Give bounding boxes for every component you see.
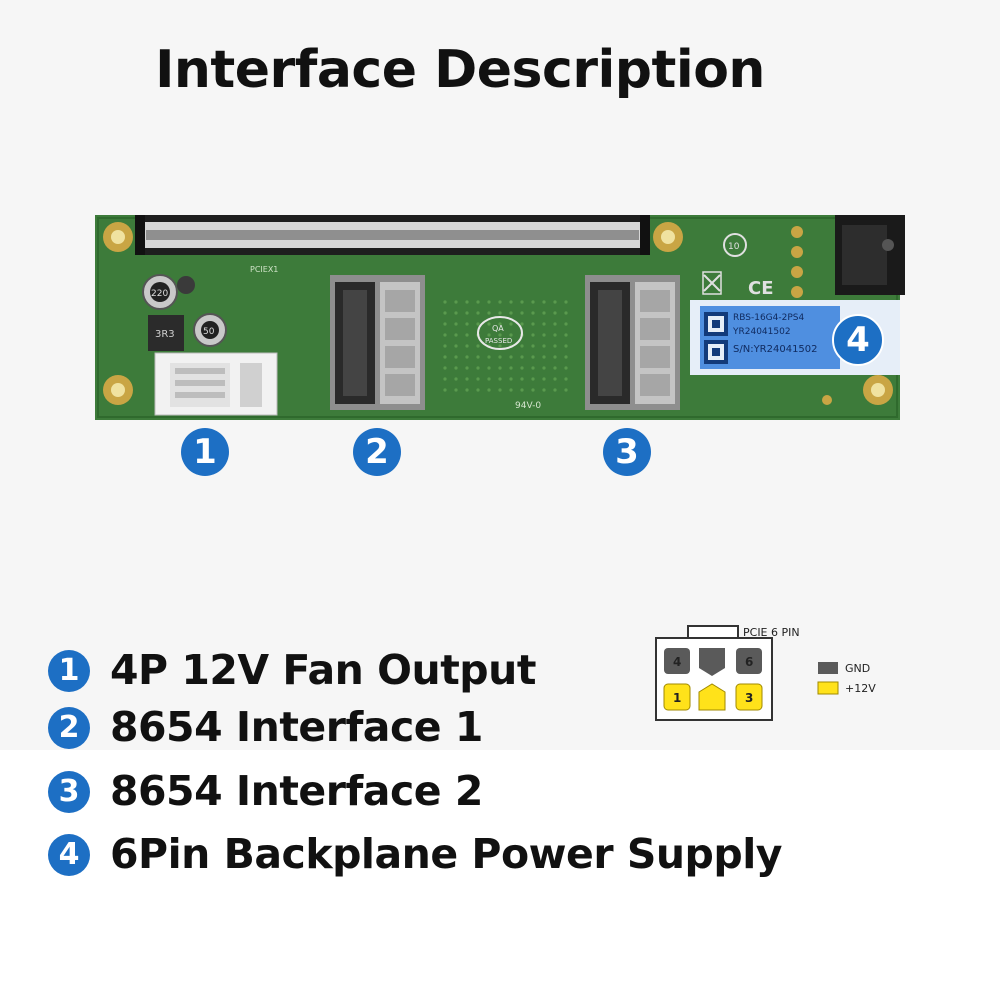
- pin-5: [699, 648, 725, 676]
- legend-text-1: 4P 12V Fan Output: [110, 646, 536, 694]
- pin-1: [663, 683, 691, 711]
- pcie-6pin-diagram: 4 6 1 3 PCIE 6 PIN GND +12V: [640, 618, 910, 728]
- gnd-label: GND: [845, 662, 871, 675]
- mounting-holes: [103, 222, 893, 405]
- legend-number-1: 1: [48, 650, 90, 692]
- pcie-6pin-svg: 4 6 1 3: [655, 625, 839, 721]
- cert-marks: 10 CE: [702, 233, 774, 299]
- 12v-swatch: [817, 681, 839, 695]
- board-illustration: PCIEX1 220 50 3R3: [95, 215, 905, 476]
- sas-connector-2: [585, 275, 680, 410]
- marker-2: 2: [353, 428, 401, 476]
- pin-label-4: 4: [673, 655, 681, 669]
- pin-label-6: 6: [745, 655, 753, 669]
- pin-3: [735, 683, 763, 711]
- pin-4: [664, 648, 690, 674]
- qa-stamp-top: QA: [492, 324, 504, 333]
- sas-connector-1: [330, 275, 425, 410]
- legend-number-4: 4: [48, 834, 90, 876]
- qa-stamp: QA PASSED: [477, 316, 523, 350]
- legend-number-2: 2: [48, 707, 90, 749]
- qa-stamp-bottom: PASSED: [485, 337, 512, 345]
- legend-text-3: 8654 Interface 2: [110, 767, 483, 815]
- fan-connector: [154, 352, 278, 416]
- legend-text-2: 8654 Interface 1: [110, 703, 483, 751]
- marker-1: 1: [181, 428, 229, 476]
- silk-94v: 94V-0: [515, 401, 541, 411]
- 12v-label: +12V: [845, 682, 876, 695]
- label-line3: S/N:YR24041502: [733, 344, 818, 355]
- inductor: [148, 315, 184, 351]
- cap2-label: 50: [203, 327, 215, 337]
- cap1-label: 220: [151, 289, 168, 299]
- pcb-board: PCIEX1 220 50 3R3: [95, 215, 905, 420]
- power-connector-6pin: [791, 215, 905, 405]
- capacitors: 220 50: [142, 274, 227, 347]
- pin-2: [698, 683, 726, 711]
- label-line2: YR24041502: [732, 327, 791, 337]
- mark-ce: CE: [748, 278, 774, 299]
- silk-pcie: PCIEX1: [250, 265, 278, 274]
- pcie-slot: [135, 215, 650, 255]
- mark-10: 10: [728, 242, 740, 252]
- label-line1: RBS-16G4-2PS4: [733, 313, 804, 323]
- gnd-swatch: [818, 662, 838, 674]
- pin-label-3: 3: [745, 691, 753, 705]
- marker-4: 4: [832, 314, 884, 366]
- legend-text-4: 6Pin Backplane Power Supply: [110, 830, 783, 878]
- pinout-title: PCIE 6 PIN: [743, 626, 800, 639]
- pin-label-1: 1: [673, 691, 681, 705]
- pin-6: [736, 648, 762, 674]
- legend-number-3: 3: [48, 771, 90, 813]
- page-title: Interface Description: [155, 40, 765, 100]
- inductor-label: 3R3: [155, 329, 175, 340]
- marker-3: 3: [603, 428, 651, 476]
